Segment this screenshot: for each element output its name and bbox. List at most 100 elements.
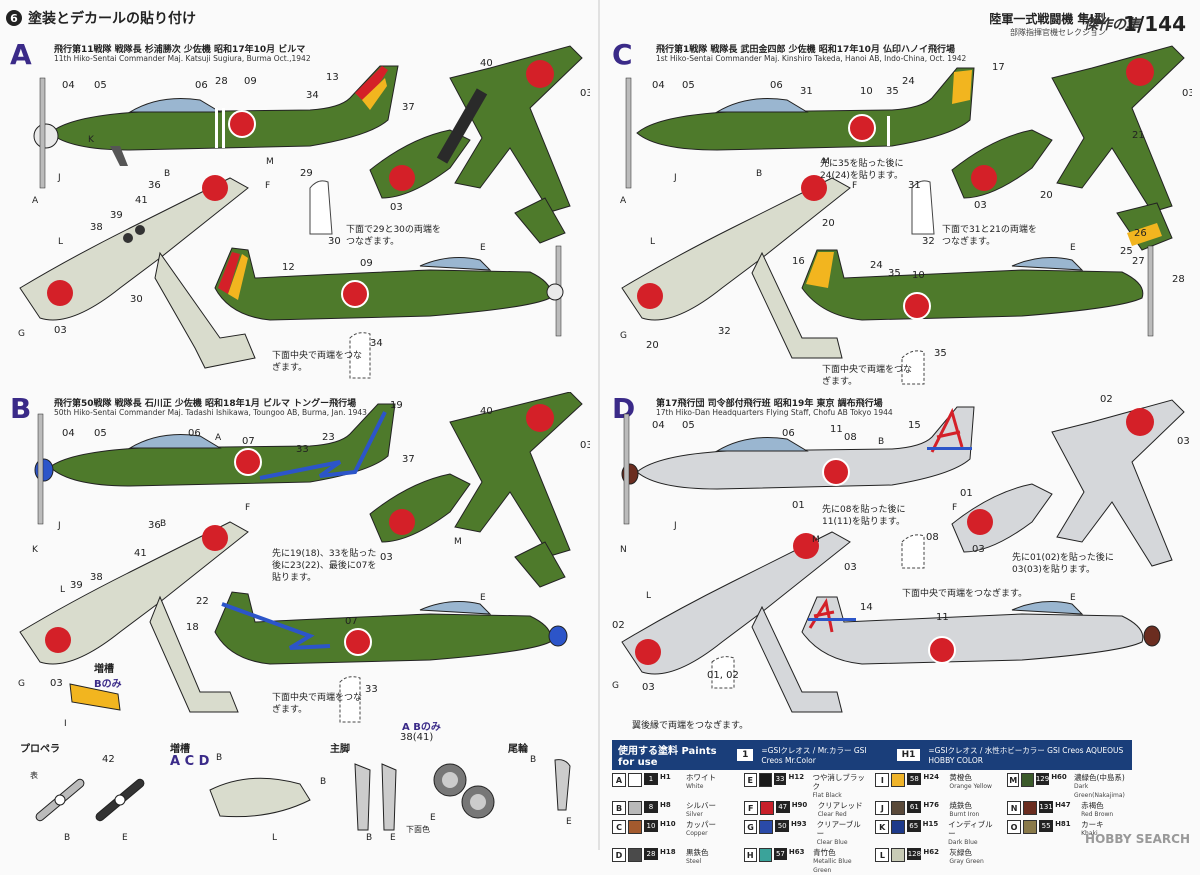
- scheme-caption-en: 11th Hiko-Sentai Commander Maj. Katsuji …: [54, 54, 311, 63]
- svg-text:A: A: [215, 433, 222, 443]
- svg-text:03: 03: [380, 552, 393, 563]
- paint-name-jp: 焼鉄色: [949, 801, 972, 810]
- paint-number: 10: [644, 820, 658, 832]
- paint-number: 8: [644, 801, 658, 813]
- svg-text:01: 01: [960, 488, 973, 499]
- svg-text:K: K: [88, 135, 95, 145]
- parts-drawings: B E B L B B E E B E: [35, 753, 572, 843]
- svg-text:M: M: [266, 157, 274, 167]
- svg-text:03: 03: [580, 440, 590, 451]
- svg-text:11: 11: [936, 612, 949, 623]
- paint-name-jp: カッパー: [686, 820, 716, 829]
- scheme-caption-jp: 第17飛行団 司令部付飛行班 昭和19年 東京 調布飛行場: [656, 399, 883, 409]
- paint-names: 濃緑色(中島系)Dark Green(Nakajima): [1074, 773, 1132, 800]
- svg-text:E: E: [1070, 593, 1076, 603]
- svg-text:24: 24: [870, 260, 883, 271]
- svg-text:G: G: [18, 679, 25, 689]
- gear-under-label: 下面色: [406, 825, 430, 834]
- svg-text:38: 38: [90, 572, 103, 583]
- svg-text:06: 06: [782, 428, 795, 439]
- svg-text:28: 28: [1172, 274, 1185, 285]
- tank-b-label: 増槽 Bのみ: [94, 664, 122, 690]
- svg-text:G: G: [18, 329, 25, 339]
- svg-text:E: E: [480, 593, 486, 603]
- svg-text:05: 05: [682, 420, 695, 431]
- svg-text:L: L: [272, 833, 277, 843]
- svg-text:41: 41: [135, 195, 148, 206]
- svg-text:02: 02: [612, 620, 625, 631]
- svg-text:36: 36: [148, 520, 161, 531]
- paint-swatch: [1023, 820, 1038, 834]
- paint-letter: B: [612, 801, 626, 815]
- paint-code: H24: [923, 773, 939, 781]
- scheme-note-3: 下面中央で両端をつなぎます。: [902, 589, 1028, 599]
- paint-number: 33: [773, 773, 787, 785]
- svg-text:E: E: [566, 817, 572, 827]
- svg-text:B: B: [756, 169, 762, 179]
- svg-text:08: 08: [844, 432, 857, 443]
- paint-code: H93: [791, 820, 807, 828]
- svg-text:37: 37: [402, 102, 415, 113]
- paint-table: 使用する塗料 Paints for use 1 =GSIクレオス / Mr.カラ…: [612, 740, 1132, 875]
- paint-name-en: Copper: [686, 830, 708, 837]
- paint-letter: G: [743, 820, 758, 834]
- svg-text:20: 20: [646, 340, 659, 351]
- paint-swatch: [759, 801, 774, 815]
- paint-code: H62: [923, 848, 939, 856]
- paint-name-en: Silver: [686, 811, 703, 818]
- svg-text:28: 28: [215, 76, 228, 87]
- paint-number: 58: [907, 773, 922, 785]
- svg-text:35: 35: [886, 86, 899, 97]
- scheme-caption-jp: 飛行第1戦隊 戦隊長 武田金四郎 少佐機 昭和17年10月 仏印ハノイ飛行場: [656, 45, 955, 55]
- svg-text:F: F: [245, 503, 250, 513]
- paint-empty: [1007, 848, 1132, 875]
- svg-text:03: 03: [974, 200, 987, 211]
- paint-name-en: Burnt Iron: [949, 811, 980, 818]
- paint-name-en: Clear Blue: [816, 839, 848, 846]
- paint-swatch: [891, 801, 906, 815]
- side-view-lower: [801, 245, 1154, 337]
- svg-text:34: 34: [370, 338, 383, 349]
- paint-letter: L: [875, 848, 890, 862]
- svg-text:B: B: [878, 437, 884, 447]
- svg-text:01: 01: [792, 500, 805, 511]
- paint-name-jp: シルバー: [686, 801, 716, 810]
- svg-text:05: 05: [94, 80, 107, 91]
- svg-text:03: 03: [844, 562, 857, 573]
- side-view: [621, 406, 975, 525]
- svg-text:03: 03: [50, 678, 63, 689]
- svg-text:07: 07: [242, 436, 255, 447]
- svg-text:L: L: [650, 237, 655, 247]
- svg-text:09: 09: [244, 76, 257, 87]
- paint-code: H10: [660, 820, 676, 828]
- side-view-lower: [214, 245, 564, 337]
- svg-text:32: 32: [922, 236, 935, 247]
- svg-text:11: 11: [830, 424, 843, 435]
- paint-name-jp: 赤褐色: [1081, 801, 1104, 810]
- svg-text:25: 25: [1120, 246, 1133, 257]
- paint-swatch: [759, 820, 774, 834]
- svg-text:B: B: [530, 755, 536, 765]
- svg-text:G: G: [612, 681, 619, 691]
- svg-text:31: 31: [800, 86, 813, 97]
- paint-letter: M: [1007, 773, 1020, 787]
- bottom-view: [19, 175, 256, 369]
- svg-text:J: J: [673, 173, 677, 183]
- scheme-note-2: 下面中央で両端をつなぎます。: [272, 351, 363, 373]
- paint-swatch: [628, 801, 642, 815]
- center-fold: [598, 0, 600, 850]
- paint-code: H76: [923, 801, 939, 809]
- svg-text:01, 02: 01, 02: [707, 670, 739, 681]
- paint-swatch: [758, 848, 772, 862]
- side-view-lower: [214, 591, 568, 665]
- scale-label: 1/144: [1123, 12, 1186, 36]
- svg-text:14: 14: [860, 602, 873, 613]
- scheme-letter: D: [612, 392, 636, 425]
- legend-mr-color-num: 1: [737, 749, 754, 761]
- paint-letter: C: [612, 820, 626, 834]
